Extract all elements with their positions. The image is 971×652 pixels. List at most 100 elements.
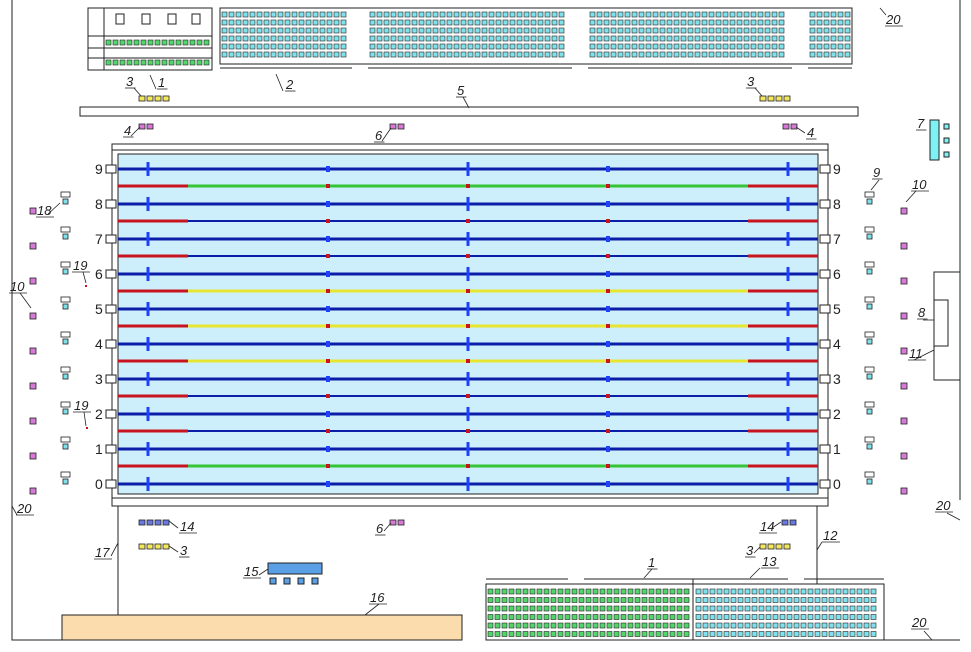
seat — [333, 19, 340, 26]
seat — [383, 11, 390, 18]
seat — [764, 51, 771, 58]
seat — [432, 27, 439, 34]
seat — [694, 43, 701, 50]
rope-float — [326, 289, 330, 293]
seat — [620, 622, 627, 629]
seat — [631, 19, 638, 26]
seat — [744, 588, 751, 595]
seat — [680, 35, 687, 42]
seat — [662, 597, 669, 603]
seat — [502, 51, 509, 58]
rope-float — [606, 219, 610, 223]
lane-number-left: 6 — [95, 266, 103, 282]
seat — [856, 597, 863, 603]
seat — [558, 35, 565, 42]
seat — [495, 19, 502, 26]
seat — [708, 27, 715, 34]
seat — [694, 35, 701, 42]
seat — [242, 43, 249, 50]
seat — [481, 51, 488, 58]
seat — [530, 43, 537, 50]
seat — [779, 622, 786, 629]
seat — [487, 622, 494, 629]
seat — [221, 27, 228, 34]
seat — [228, 43, 235, 50]
seat — [702, 631, 709, 637]
seat — [596, 51, 603, 58]
seat — [551, 27, 558, 34]
seat — [529, 631, 536, 637]
seat — [557, 588, 564, 595]
blue-box — [267, 562, 323, 575]
official-seat — [29, 312, 37, 320]
seat — [758, 631, 765, 637]
seat — [816, 19, 823, 26]
pink-item — [138, 123, 146, 130]
seat — [537, 19, 544, 26]
seat — [228, 51, 235, 58]
seat — [655, 631, 662, 637]
seat — [203, 59, 210, 66]
seat — [757, 27, 764, 34]
lane-marker — [326, 446, 330, 452]
seat — [453, 11, 460, 18]
seat — [737, 631, 744, 637]
lane-marker — [606, 376, 610, 382]
seat — [849, 588, 856, 595]
callout-yellow-group-bottom-left: 3 — [180, 543, 188, 558]
lane-marker — [326, 376, 330, 382]
seat — [544, 11, 551, 18]
seat — [523, 43, 530, 50]
seat — [627, 622, 634, 629]
chair-seat — [866, 338, 873, 345]
starting-block — [819, 304, 831, 314]
starting-block — [819, 479, 831, 489]
seat — [592, 614, 599, 620]
seat — [460, 43, 467, 50]
seat — [842, 622, 849, 629]
lane-marker — [326, 306, 330, 312]
seat — [809, 19, 816, 26]
seat — [708, 35, 715, 42]
seat — [648, 605, 655, 612]
seat — [662, 605, 669, 612]
seat — [716, 605, 723, 612]
seat — [571, 605, 578, 612]
seat — [786, 597, 793, 603]
seat — [641, 597, 648, 603]
seat — [620, 605, 627, 612]
starting-block — [819, 199, 831, 209]
seat — [842, 614, 849, 620]
seat — [758, 605, 765, 612]
seat — [645, 27, 652, 34]
seat — [624, 51, 631, 58]
seat — [585, 622, 592, 629]
lane-marker — [606, 341, 610, 347]
lane-number-left: 5 — [95, 301, 103, 317]
seat — [494, 597, 501, 603]
seat — [638, 51, 645, 58]
seat — [523, 19, 530, 26]
seat — [516, 27, 523, 34]
seat — [488, 51, 495, 58]
rope-float — [466, 254, 470, 258]
seat — [736, 51, 743, 58]
seat — [154, 59, 161, 66]
seat — [771, 51, 778, 58]
chair-seat — [62, 478, 69, 485]
callout-pink-group-top-left: 4 — [124, 123, 131, 138]
seat — [771, 27, 778, 34]
seat — [508, 597, 515, 603]
seat — [481, 35, 488, 42]
lane-marker — [606, 481, 610, 487]
official-seat — [900, 277, 908, 285]
seat — [736, 19, 743, 26]
seat — [680, 11, 687, 18]
callout-vertical-line-right: 12 — [823, 528, 838, 543]
seat — [383, 27, 390, 34]
lane-number-left: 1 — [95, 441, 103, 457]
rope-float — [466, 429, 470, 433]
seat — [488, 27, 495, 34]
callout-leader — [168, 520, 179, 529]
seat — [695, 597, 702, 603]
